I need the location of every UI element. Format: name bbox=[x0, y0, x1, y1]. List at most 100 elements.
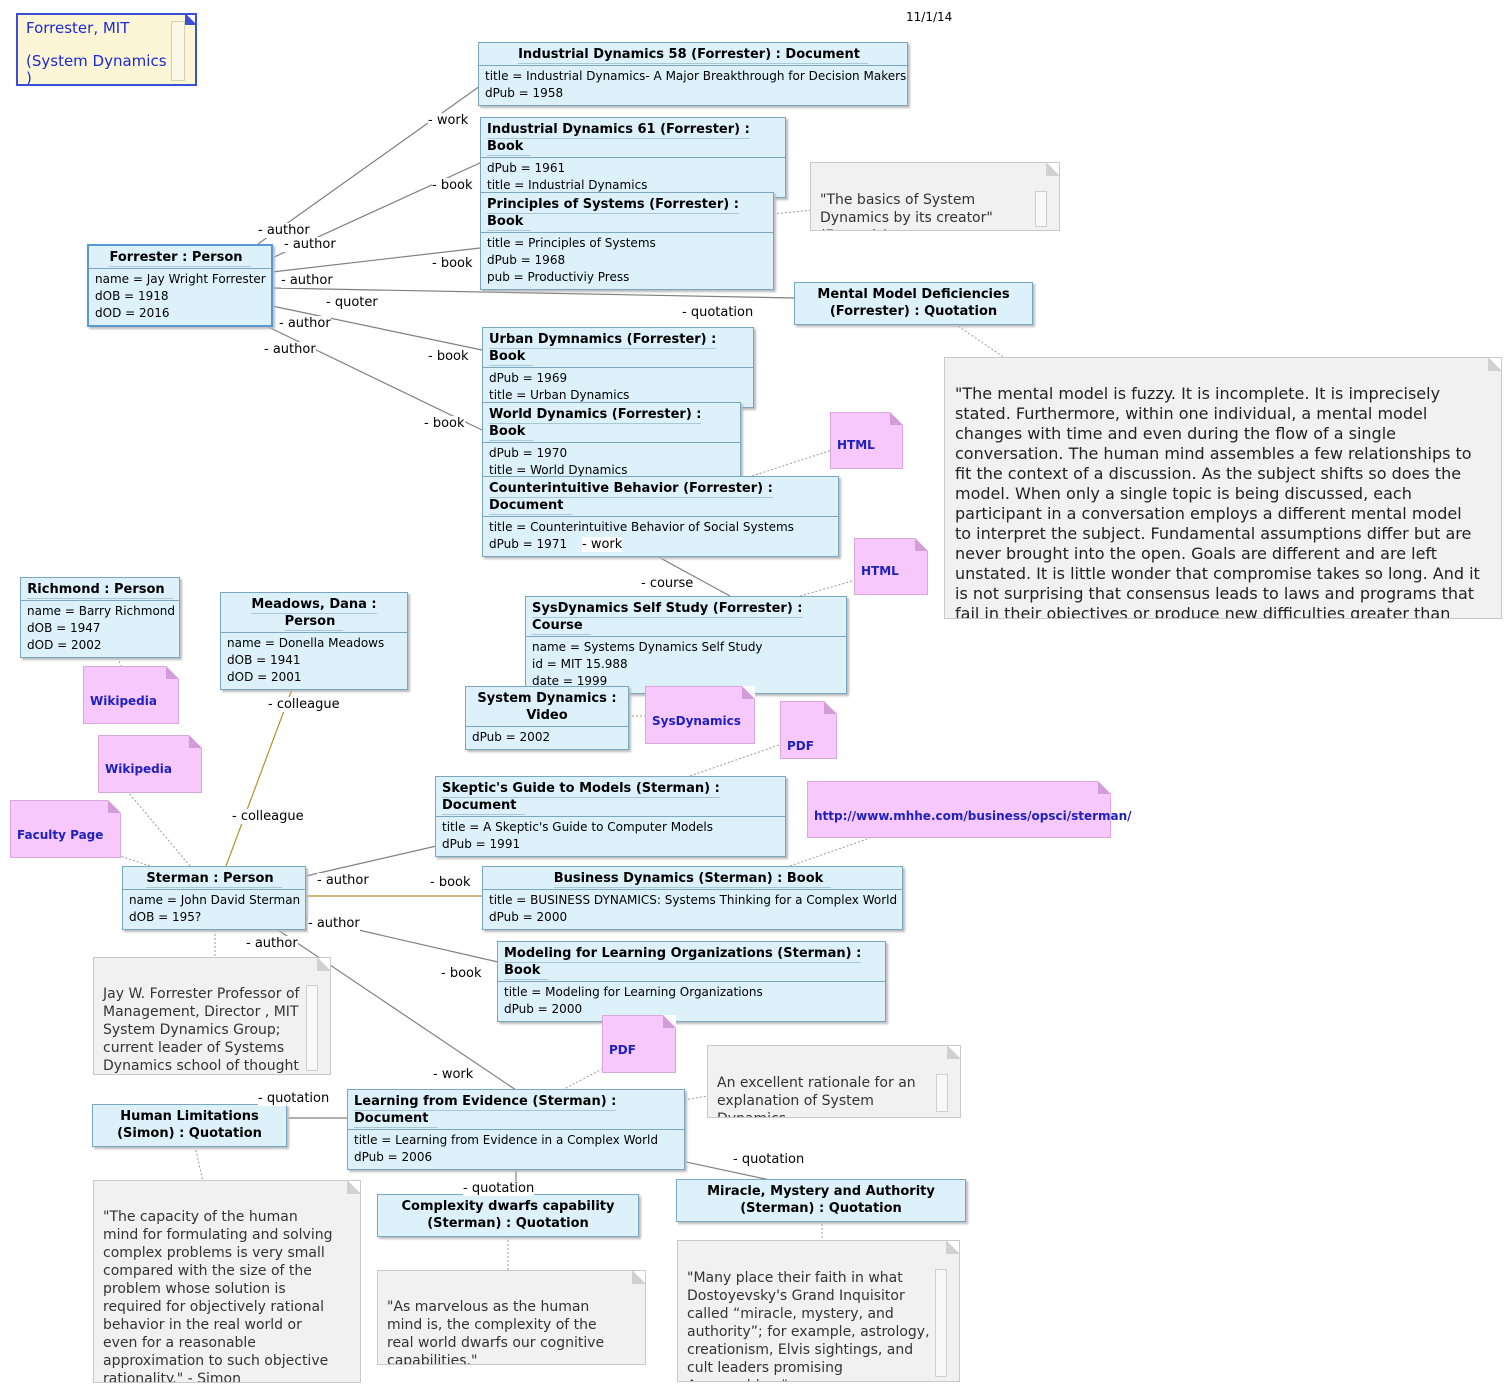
label-author: - author bbox=[279, 316, 331, 331]
note-sterman-bio[interactable]: Jay W. Forrester Professor of Management… bbox=[93, 957, 331, 1075]
diagram-date: 11/1/14 bbox=[906, 10, 953, 24]
attribute: dOB = 195? bbox=[129, 910, 202, 924]
link-html-selfstudy[interactable]: HTML bbox=[854, 538, 928, 595]
note-basics[interactable]: "The basics of System Dynamics by its cr… bbox=[810, 162, 1060, 231]
scrollbar[interactable] bbox=[171, 21, 185, 81]
attribute: name = Systems Dynamics Self Study bbox=[532, 640, 763, 654]
object-modeling-learning-orgs[interactable]: Modeling for Learning Organizations (Ste… bbox=[497, 941, 886, 1022]
object-header: Meadows, Dana : Person bbox=[251, 597, 377, 631]
object-header: World Dynamics (Forrester) : Book bbox=[489, 407, 702, 441]
attribute: dPub = 1971 bbox=[489, 537, 568, 551]
label-book: - book bbox=[432, 178, 473, 193]
label-author: - author bbox=[317, 873, 369, 888]
link-html-counter[interactable]: HTML bbox=[830, 412, 903, 469]
object-mental-model-deficiencies[interactable]: Mental Model Deficiencies(Forrester) : Q… bbox=[794, 282, 1033, 325]
object-world-dynamics[interactable]: World Dynamics (Forrester) : Book dPub =… bbox=[482, 402, 741, 483]
object-system-dynamics-video[interactable]: System Dynamics :Video dPub = 2002 bbox=[465, 686, 629, 750]
note-marvelous-quote[interactable]: "As marvelous as the human mind is, the … bbox=[377, 1270, 646, 1365]
object-forrester[interactable]: Forrester : Person name = Jay Wright For… bbox=[87, 244, 273, 327]
object-miracle-mystery[interactable]: Miracle, Mystery and Authority(Sterman) … bbox=[676, 1179, 966, 1222]
note-fold-icon bbox=[663, 1015, 676, 1028]
label-author: - author bbox=[264, 342, 316, 357]
edge-forrester-ind58 bbox=[257, 85, 481, 245]
link-mhhe-url[interactable]: http://www.mhhe.com/business/opsci/sterm… bbox=[807, 781, 1132, 838]
object-header: System Dynamics : bbox=[477, 691, 617, 706]
note-fold-icon bbox=[1488, 358, 1501, 371]
attribute: dOD = 2002 bbox=[27, 638, 102, 652]
note-simon-quote[interactable]: "The capacity of the human mind for form… bbox=[93, 1180, 361, 1383]
attribute: name = Jay Wright Forrester bbox=[95, 272, 266, 286]
object-header: Modeling for Learning Organizations (Ste… bbox=[504, 946, 862, 980]
note-faith-quote[interactable]: "Many place their faith in what Dostoyev… bbox=[677, 1240, 960, 1382]
attribute: date = 1999 bbox=[532, 674, 608, 688]
object-header: (Sterman) : Quotation bbox=[427, 1216, 589, 1231]
link-wikipedia-sterman[interactable]: Wikipedia bbox=[98, 735, 202, 793]
object-industrial-dynamics-58[interactable]: Industrial Dynamics 58 (Forrester) : Doc… bbox=[478, 42, 908, 106]
scrollbar[interactable] bbox=[936, 1074, 948, 1112]
note-rationale[interactable]: An excellent rationale for an explanatio… bbox=[707, 1045, 961, 1118]
object-skeptics-guide[interactable]: Skeptic's Guide to Models (Sterman) : Do… bbox=[435, 776, 786, 857]
note-fold-icon bbox=[632, 1271, 645, 1284]
note-fold-icon bbox=[915, 538, 928, 551]
attribute: pub = Productiviy Press bbox=[487, 270, 630, 284]
note-text: Jay W. Forrester Professor of Management… bbox=[103, 986, 300, 1074]
note-text: "The capacity of the human mind for form… bbox=[103, 1209, 333, 1383]
object-learning-from-evidence[interactable]: Learning from Evidence (Sterman) : Docum… bbox=[347, 1089, 685, 1170]
link-sysdynamics[interactable]: SysDynamics bbox=[645, 686, 755, 744]
link-text: PDF bbox=[787, 739, 814, 753]
object-principles-of-systems[interactable]: Principles of Systems (Forrester) : Book… bbox=[480, 192, 774, 290]
note-mental-model-quote[interactable]: "The mental model is fuzzy. It is incomp… bbox=[944, 357, 1502, 619]
note-fold-icon bbox=[890, 412, 903, 425]
object-header: Richmond : Person bbox=[27, 582, 173, 599]
object-urban-dynamics[interactable]: Urban Dymnamics (Forrester) : Book dPub … bbox=[482, 327, 754, 408]
note-fold-icon bbox=[946, 1241, 959, 1254]
object-complexity-dwarfs[interactable]: Complexity dwarfs capability(Sterman) : … bbox=[377, 1194, 639, 1237]
note-text: "Many place their faith in what Dostoyev… bbox=[687, 1270, 930, 1381]
link-pdf-learning[interactable]: PDF bbox=[602, 1015, 676, 1073]
edge-forrester-urban bbox=[271, 305, 483, 351]
label-work: - work bbox=[428, 113, 469, 128]
object-header: Human Limitations bbox=[120, 1109, 259, 1124]
link-wikipedia-richmond[interactable]: Wikipedia bbox=[83, 666, 179, 724]
object-human-limitations[interactable]: Human Limitations(Simon) : Quotation bbox=[92, 1104, 287, 1147]
scrollbar[interactable] bbox=[306, 985, 318, 1071]
note-fold-icon bbox=[1046, 163, 1059, 176]
label-author: - author bbox=[284, 237, 336, 252]
link-faculty-page[interactable]: Faculty Page bbox=[10, 800, 121, 858]
object-sysdynamics-self-study[interactable]: SysDynamics Self Study (Forrester) : Cou… bbox=[525, 596, 847, 694]
object-richmond[interactable]: Richmond : Person name = Barry Richmond d… bbox=[20, 577, 180, 658]
attribute: id = MIT 15.988 bbox=[532, 657, 628, 671]
object-header: Industrial Dynamics 58 (Forrester) : Doc… bbox=[518, 47, 868, 64]
link-text: Wikipedia bbox=[105, 762, 172, 776]
note-fold-icon bbox=[317, 958, 330, 971]
anchor-human-quote bbox=[194, 1145, 204, 1183]
attribute: title = Learning from Evidence in a Comp… bbox=[354, 1133, 658, 1147]
scrollbar[interactable] bbox=[935, 1269, 947, 1377]
attribute: name = Barry Richmond bbox=[27, 604, 176, 618]
object-header: Counterintuitive Behavior (Forrester) : … bbox=[489, 481, 773, 515]
object-header: Learning from Evidence (Sterman) : Docum… bbox=[354, 1094, 617, 1128]
anchor-mental-quote bbox=[954, 323, 1006, 359]
attribute: title = Industrial Dynamics- A Major Bre… bbox=[485, 69, 907, 83]
note-fold-icon bbox=[742, 686, 755, 699]
object-header: SysDynamics Self Study (Forrester) : Cou… bbox=[532, 601, 803, 635]
object-meadows[interactable]: Meadows, Dana : Person name = Donella Me… bbox=[220, 592, 408, 690]
object-header: Mental Model Deficiencies bbox=[817, 287, 1010, 302]
note-fold-icon bbox=[185, 15, 195, 25]
attribute: title = Modeling for Learning Organizati… bbox=[504, 985, 763, 999]
scrollbar[interactable] bbox=[1035, 191, 1047, 227]
attribute: name = John David Sterman bbox=[129, 893, 301, 907]
object-header: Skeptic's Guide to Models (Sterman) : Do… bbox=[442, 781, 720, 815]
diagram-title-note[interactable]: Forrester, MIT (System Dynamics ) bbox=[16, 13, 197, 86]
link-pdf-skeptic[interactable]: PDF bbox=[780, 701, 837, 759]
object-header: Industrial Dynamics 61 (Forrester) : Boo… bbox=[487, 122, 750, 156]
anchor-sterman-faculty bbox=[119, 855, 151, 867]
object-industrial-dynamics-61[interactable]: Industrial Dynamics 61 (Forrester) : Boo… bbox=[480, 117, 786, 198]
label-quotation: - quotation bbox=[733, 1152, 805, 1167]
link-text: Wikipedia bbox=[90, 694, 157, 708]
anchor-skeptic-pdf bbox=[689, 743, 783, 777]
object-sterman[interactable]: Sterman : Person name = John David Sterm… bbox=[122, 866, 306, 930]
object-counterintuitive-behavior[interactable]: Counterintuitive Behavior (Forrester) : … bbox=[482, 476, 839, 557]
label-book: - book bbox=[428, 349, 469, 364]
object-business-dynamics[interactable]: Business Dynamics (Sterman) : Book title… bbox=[482, 866, 903, 930]
